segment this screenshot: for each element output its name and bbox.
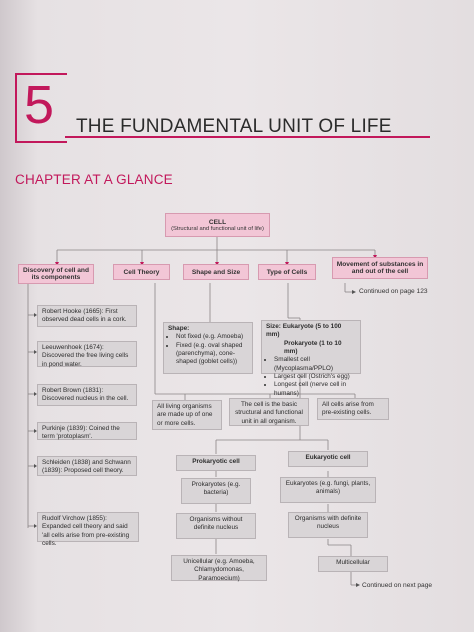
cell-subtitle: (Structural and functional unit of life): [171, 225, 264, 232]
multicellular-node: Multicellular: [318, 556, 388, 572]
title-rule: [65, 136, 430, 138]
prokaryote-nucleus: Organisms without definite nucleus: [176, 513, 256, 539]
shape-box: Shape: Not fixed (e.g. Amoeba) Fixed (e.…: [163, 322, 253, 374]
branch-cell-theory: Cell Theory: [113, 264, 170, 280]
size-prokaryote: Prokaryote (1 to 10 mm): [284, 339, 342, 355]
size-item: Largest cell (Ostrich's egg): [274, 373, 356, 381]
section-heading: CHAPTER AT A GLANCE: [15, 172, 173, 187]
chapter-number-frame: [15, 73, 67, 143]
branch-type-of-cells: Type of Cells: [258, 264, 316, 280]
theory-point-1: All living organisms are made up of one …: [152, 400, 222, 430]
branch-shape-size: Shape and Size: [183, 264, 249, 280]
discovery-item-virchow: Rudolf Virchow (1855): Expanded cell the…: [37, 512, 139, 547]
branch-discovery: Discovery of cell and its components: [18, 264, 94, 284]
prokaryotic-cell-title: Prokaryotic cell: [176, 455, 256, 471]
size-item: Longest cell (nerve cell in humans): [274, 381, 356, 398]
eukaryotes-examples: Eukaryotes (e.g. fungi, plants, animals): [280, 477, 376, 503]
shape-item: Not fixed (e.g. Amoeba): [176, 333, 248, 341]
size-eukaryote: Size: Eukaryote (5 to 100 mm): [266, 323, 342, 339]
discovery-item-hooke: Robert Hooke (1665): First observed dead…: [37, 305, 137, 327]
continued-page-123: Continued on page 123: [359, 288, 428, 295]
discovery-item-schleiden-schwann: Schleiden (1838) and Schwann (1839): Pro…: [37, 456, 137, 476]
size-item: Smallest cell (Mycoplasma/PPLO): [274, 356, 356, 373]
discovery-item-brown: Robert Brown (1831): Discovered nucleus …: [37, 384, 137, 406]
eukaryote-nucleus: Organisms with definite nucleus: [288, 512, 368, 538]
eukaryotic-cell-title: Eukaryotic cell: [288, 451, 368, 467]
chapter-number: 5: [24, 75, 55, 135]
size-box: Size: Eukaryote (5 to 100 mm) Prokaryote…: [261, 320, 361, 397]
cell-title: CELL: [208, 218, 227, 226]
chapter-title: THE FUNDAMENTAL UNIT OF LIFE: [76, 116, 392, 137]
branch-movement: Movement of substances in and out of the…: [332, 257, 428, 279]
discovery-item-purkinje: Purkinje (1839): Coined the term 'protop…: [37, 422, 137, 440]
unicellular-node: Unicellular (e.g. Amoeba, Chlamydomonas,…: [171, 555, 267, 582]
theory-point-2: The cell is the basic structural and fun…: [229, 398, 309, 426]
discovery-item-leeuwenhoek: Leeuwenhoek (1674): Discovered the free …: [37, 341, 137, 368]
continued-next-page: Continued on next page: [362, 582, 433, 589]
shape-heading: Shape:: [168, 325, 190, 332]
cell-node: CELL (Structural and functional unit of …: [165, 213, 270, 237]
theory-point-3: All cells arise from pre-existing cells.: [317, 398, 389, 420]
prokaryotes-examples: Prokaryotes (e.g. bacteria): [181, 478, 251, 504]
shape-item: Fixed (e.g. oval shaped (parenchyma), co…: [176, 342, 248, 367]
